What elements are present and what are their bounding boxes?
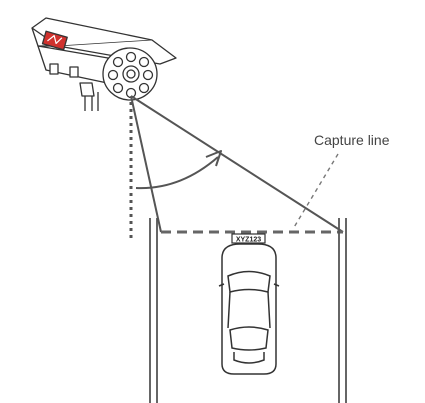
svg-text:XYZ123: XYZ123 xyxy=(236,237,261,244)
fov-line-right xyxy=(130,95,344,233)
camera-icon xyxy=(31,17,177,111)
camera-mount xyxy=(79,82,99,111)
capture-line-label: Capture line xyxy=(314,132,390,148)
license-plate: XYZ123 xyxy=(231,233,266,244)
fov-line-left xyxy=(130,95,162,233)
lane-edge-left xyxy=(149,218,158,403)
car-windshield xyxy=(227,270,271,293)
camera-lens xyxy=(107,51,154,99)
capture-label-leader xyxy=(292,153,339,230)
angle-arrow-head xyxy=(205,150,222,167)
lane-edge-right xyxy=(338,218,347,403)
car-rear-window xyxy=(229,326,269,351)
angle-arc xyxy=(135,156,219,190)
car-body xyxy=(221,243,277,375)
car-icon xyxy=(218,243,280,375)
